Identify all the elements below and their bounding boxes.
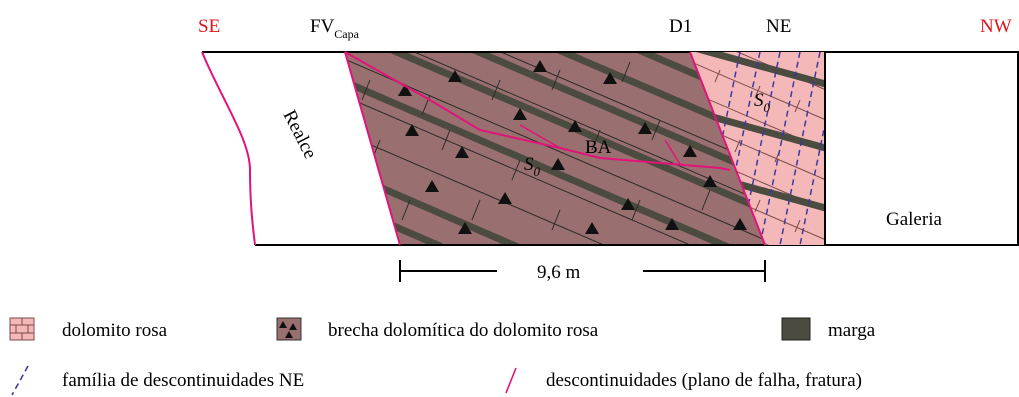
legend-dolomito-rosa: dolomito rosa <box>62 320 168 341</box>
realce-wall-line <box>201 51 256 246</box>
galeria-label: Galeria <box>886 209 942 230</box>
legend-descontinuidades: descontinuidades (plano de falha, fratur… <box>546 370 862 391</box>
brick-pattern-icon <box>9 317 35 341</box>
s0-label-brecha: S0 <box>524 154 541 179</box>
d1-fault-line <box>689 51 766 246</box>
ba-fracture-branch <box>519 124 561 149</box>
ba-fracture-branch <box>664 139 681 165</box>
galeria-area <box>824 51 1019 246</box>
s0-label-rosa: S0 <box>754 90 771 115</box>
brecha-zone <box>345 52 765 245</box>
breccia-triangles-icon <box>276 317 302 341</box>
legend-marga: marga <box>828 320 876 341</box>
ne-label: NE <box>766 16 791 37</box>
d1-label: D1 <box>669 16 692 37</box>
legend-brecha: brecha dolomítica do dolomito rosa <box>328 320 599 341</box>
fv-capa-fault-line <box>344 51 401 246</box>
legend: dolomito rosa brecha dolomítica do dolom… <box>9 317 876 396</box>
dashed-line-icon <box>11 365 29 396</box>
nw-label: NW <box>980 16 1012 37</box>
fv-capa-label: FVCapa <box>310 16 360 41</box>
ba-label: BA <box>585 137 612 158</box>
legend-familia-ne: família de descontinuidades NE <box>62 370 304 391</box>
scale-bar-label: 9,6 m <box>537 262 581 283</box>
solid-swatch-icon <box>781 317 811 341</box>
solid-line-icon <box>505 367 517 394</box>
scale-bar: 9,6 m <box>399 260 766 283</box>
se-label: SE <box>198 16 220 37</box>
